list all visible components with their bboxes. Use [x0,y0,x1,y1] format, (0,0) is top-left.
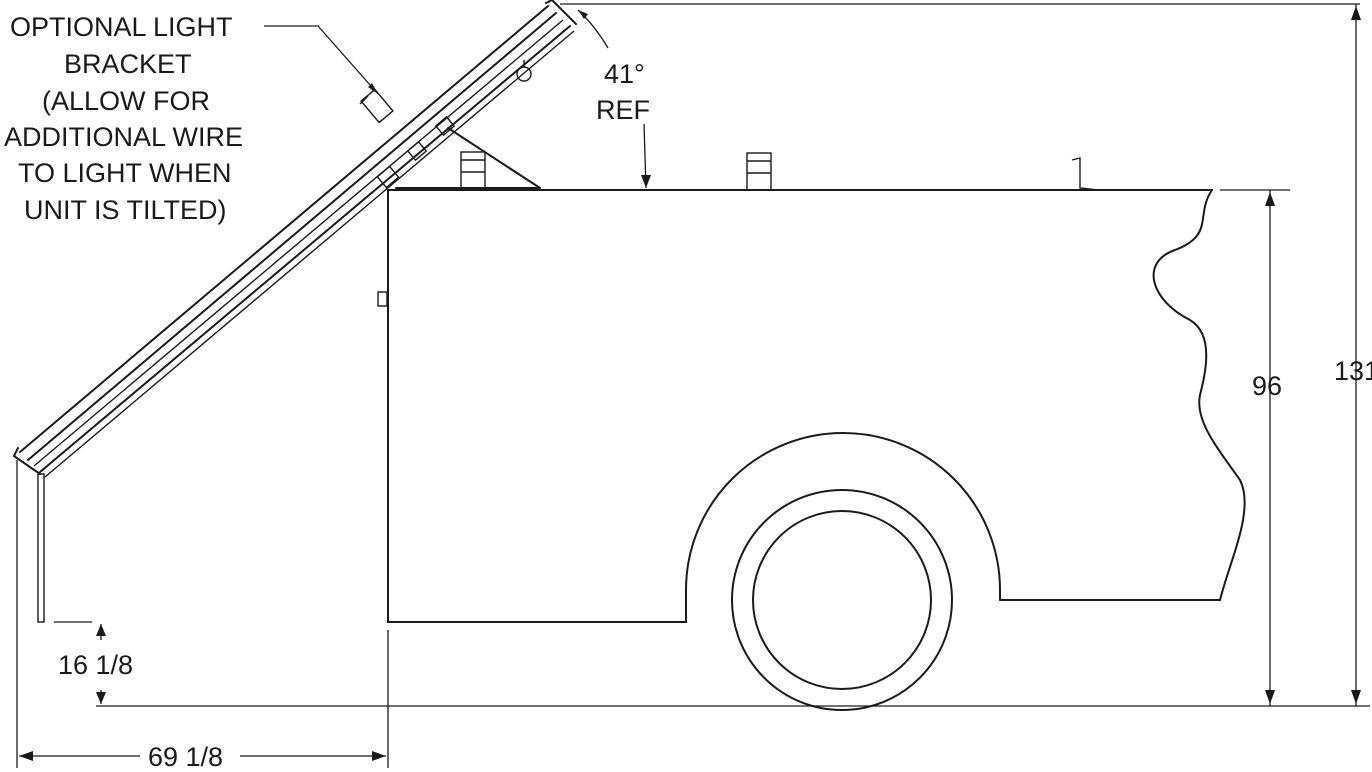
dimension-69-1-8-label: 69 1/8 [148,742,223,772]
deck-post-2 [746,152,772,191]
callout-line-4: ADDITIONAL WIRE [4,122,243,152]
dimension-131 [1351,4,1361,706]
callout-line-2: BRACKET [64,49,192,79]
dimension-69-1-8 [16,460,389,768]
callout-line-1: OPTIONAL LIGHT [10,12,233,42]
callout-leader [264,25,379,105]
deck-post-1 [460,151,486,191]
callout-line-5: TO LIGHT WHEN [18,158,232,188]
tilted-ramp [13,0,577,623]
angle-ref-label: REF [596,95,650,125]
callout-line-6: UNIT IS TILTED) [24,195,227,225]
angle-dimension [560,3,1360,189]
dimension-131-label: 131 [1334,356,1372,386]
dimension-96 [1220,189,1290,706]
dimension-16-1-8 [54,621,106,704]
angle-value-label: 41° [604,59,645,89]
trailer-body [377,189,1246,623]
callout-line-3: (ALLOW FOR [42,86,210,116]
wheel [731,489,953,711]
deck-hook [1071,157,1099,191]
dimension-96-label: 96 [1252,371,1282,401]
deck-fittings [395,127,1099,191]
callout-text: OPTIONAL LIGHT BRACKET (ALLOW FOR ADDITI… [4,12,243,225]
dimension-16-1-8-label: 16 1/8 [58,650,133,680]
